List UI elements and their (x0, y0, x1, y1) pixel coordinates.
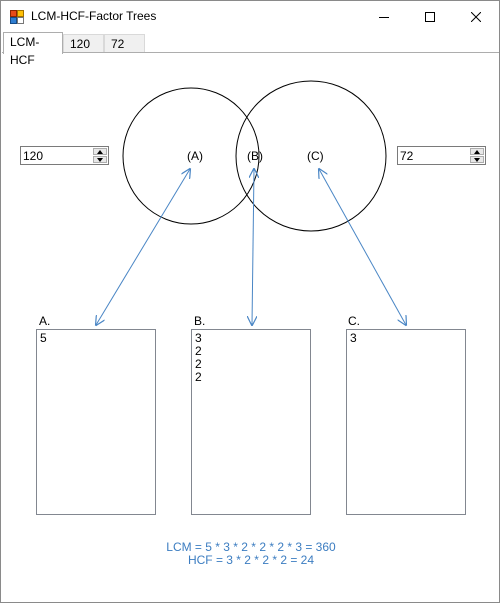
list-c-caption: C. (348, 314, 360, 328)
venn-region-a-label: (A) (187, 149, 203, 163)
left-spin-buttons (93, 148, 107, 163)
caret-up-icon (474, 149, 480, 154)
close-icon (471, 11, 481, 22)
window-title: LCM-HCF-Factor Trees (31, 9, 157, 23)
list-item[interactable]: 2 (195, 357, 202, 371)
list-item[interactable]: 2 (195, 370, 202, 384)
right-spin-up-button[interactable] (470, 148, 484, 155)
tab-panel-lcm-hcf (2, 53, 499, 602)
left-number-spinner[interactable] (20, 146, 109, 165)
left-spin-down-button[interactable] (93, 156, 107, 163)
minimize-icon (379, 16, 389, 18)
factor-list-a[interactable]: 5 (36, 329, 156, 515)
right-spin-buttons (470, 148, 484, 163)
factor-list-c[interactable]: 3 (346, 329, 466, 515)
tab-strip: LCM-HCF 120 72 (2, 32, 499, 67)
venn-region-b-label: (B) (247, 149, 263, 163)
left-spin-up-button[interactable] (93, 148, 107, 155)
caret-up-icon (97, 149, 103, 154)
right-number-input[interactable] (400, 148, 468, 163)
maximize-icon (425, 11, 435, 22)
caret-down-icon (474, 157, 480, 162)
lcm-result: LCM = 5 * 3 * 2 * 2 * 2 * 3 = 360 (166, 540, 336, 554)
caret-down-icon (97, 157, 103, 162)
factor-list-b[interactable]: 3 2 2 2 (191, 329, 311, 515)
right-number-spinner[interactable] (397, 146, 486, 165)
left-number-input[interactable] (23, 148, 91, 163)
hcf-result: HCF = 3 * 2 * 2 * 2 = 24 (187, 553, 315, 567)
app-icon (10, 10, 24, 24)
maximize-button[interactable] (407, 1, 453, 32)
list-item[interactable]: 3 (195, 331, 202, 345)
tab-120[interactable]: 120 (63, 34, 104, 53)
tab-72[interactable]: 72 (104, 34, 145, 53)
venn-region-c-label: (C) (307, 149, 324, 163)
minimize-button[interactable] (361, 1, 407, 32)
list-item[interactable]: 3 (350, 331, 357, 345)
tab-divider (2, 52, 499, 53)
title-bar[interactable]: LCM-HCF-Factor Trees (1, 1, 499, 32)
right-spin-down-button[interactable] (470, 156, 484, 163)
tab-lcm-hcf[interactable]: LCM-HCF (3, 32, 63, 67)
list-item[interactable]: 5 (40, 331, 47, 345)
close-button[interactable] (453, 1, 499, 32)
list-b-caption: B. (194, 314, 206, 328)
list-a-caption: A. (39, 314, 51, 328)
list-item[interactable]: 2 (195, 344, 202, 358)
